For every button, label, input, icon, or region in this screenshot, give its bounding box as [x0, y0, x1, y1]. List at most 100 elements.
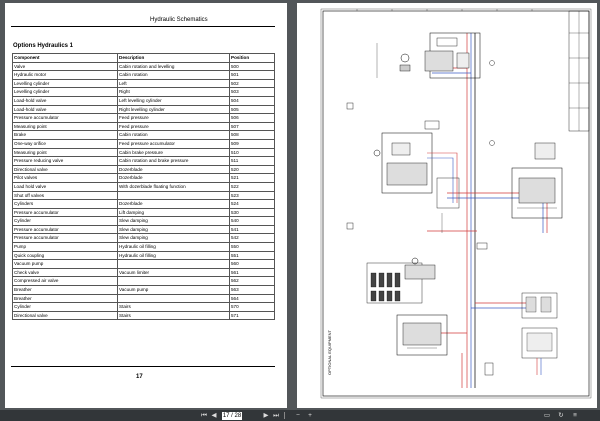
cell-component: Levelling cylinder [12, 87, 118, 97]
cell-position: 542 [229, 233, 275, 244]
rotate-icon[interactable]: ↻ [558, 412, 564, 419]
cell-component: Brake [12, 130, 118, 140]
cell-component: Levelling cylinder [12, 78, 118, 89]
module-slew-damping [366, 257, 436, 304]
cell-position: 511 [229, 156, 275, 166]
viewer-toolbar: ⏮ ◀ 17 / 28 ▶ ⏭ − + ▭ ↻ ≡ [0, 410, 600, 421]
cell-component: Measuring point [12, 147, 118, 158]
module-vacuum-pump [396, 314, 448, 356]
cell-component: Quick coupling [12, 250, 118, 261]
cell-component: Hydraulic motor [12, 70, 118, 80]
cell-position: 521 [229, 173, 275, 183]
footer-rule [11, 366, 275, 367]
cell-component: One-way orifice [12, 138, 118, 149]
module-dozerblade [511, 142, 563, 219]
cell-position: 506 [229, 113, 275, 123]
column-header-component: Component [12, 53, 118, 63]
page-prev-icon[interactable]: ◀ [211, 412, 217, 419]
cell-description: Cabin rotation and brake pressure [117, 156, 230, 166]
module-levelling [373, 120, 460, 233]
cell-description: Cabin rotation [117, 130, 230, 140]
cell-description: Hydraulic oil filling [117, 242, 230, 252]
page-indicator[interactable]: 17 / 28 [222, 411, 242, 420]
cell-position: 500 [229, 61, 275, 72]
cell-component: Pressure accumulator [12, 233, 118, 244]
page-first-icon[interactable]: ⏮ [201, 412, 207, 419]
document-page-left: Hydraulic Schematics Options Hydraulics … [5, 3, 287, 408]
page-next-icon[interactable]: ▶ [263, 412, 269, 419]
cell-description [117, 190, 230, 201]
fit-page-icon[interactable]: ▭ [543, 412, 551, 419]
cell-description: Cabin brake pressure [117, 147, 230, 158]
menu-icon[interactable]: ≡ [573, 412, 577, 419]
page-last-icon[interactable]: ⏭ [273, 412, 279, 419]
cell-description: Right [117, 87, 230, 97]
cell-position: 571 [229, 310, 275, 321]
cell-position: 530 [229, 207, 275, 218]
cell-description: Vacuum limiter [117, 267, 230, 278]
cell-position: 564 [229, 293, 275, 304]
section-title: Options Hydraulics 1 [13, 43, 74, 49]
cell-position: 562 [229, 276, 275, 287]
cell-component: Breather [12, 285, 118, 295]
column-header-description: Description [117, 53, 230, 63]
cell-component: Check valve [12, 267, 118, 278]
zoom-in-icon[interactable]: + [308, 412, 312, 419]
cell-position: 540 [229, 216, 275, 226]
cell-position: 523 [229, 190, 275, 201]
cell-component: Pressure accumulator [12, 207, 118, 218]
cell-component: Cylinder [12, 216, 118, 226]
cell-description: Dozerblade [117, 199, 230, 209]
cell-position: 570 [229, 302, 275, 312]
cell-component: Load-hold valve [12, 104, 118, 115]
cell-component: Pilot valves [12, 173, 118, 183]
cell-description: Dozerblade [117, 164, 230, 175]
schematic-frame [322, 10, 590, 397]
cell-component: Pressure reducing valve [12, 156, 118, 166]
cell-component: Directional valve [12, 310, 118, 321]
cell-component: Load hold valve [12, 181, 118, 192]
zoom-out-icon[interactable]: − [296, 412, 300, 419]
cell-position: 561 [229, 267, 275, 278]
cell-position: 502 [229, 78, 275, 89]
header-rule [11, 26, 275, 27]
cell-position: 524 [229, 199, 275, 209]
cell-description: With dozerblade floating function [117, 181, 230, 192]
cell-position: 560 [229, 259, 275, 269]
cell-position: 550 [229, 242, 275, 252]
cell-position: 541 [229, 224, 275, 235]
cell-component: Pump [12, 242, 118, 252]
cell-component: Vacuum pump [12, 259, 118, 269]
table-row: Vacuum pump 560 [12, 259, 275, 269]
optional-equipment-label: OPTIONAL EQUIPMENT [327, 329, 332, 375]
cell-position: 504 [229, 95, 275, 106]
cell-description: Feed pressure [117, 121, 230, 132]
cell-component: Pressure accumulator [12, 113, 118, 123]
cell-position: 508 [229, 130, 275, 140]
cell-description: Cabin rotation [117, 70, 230, 80]
cell-description: Feed pressure [117, 113, 230, 123]
cell-position: 563 [229, 285, 275, 295]
